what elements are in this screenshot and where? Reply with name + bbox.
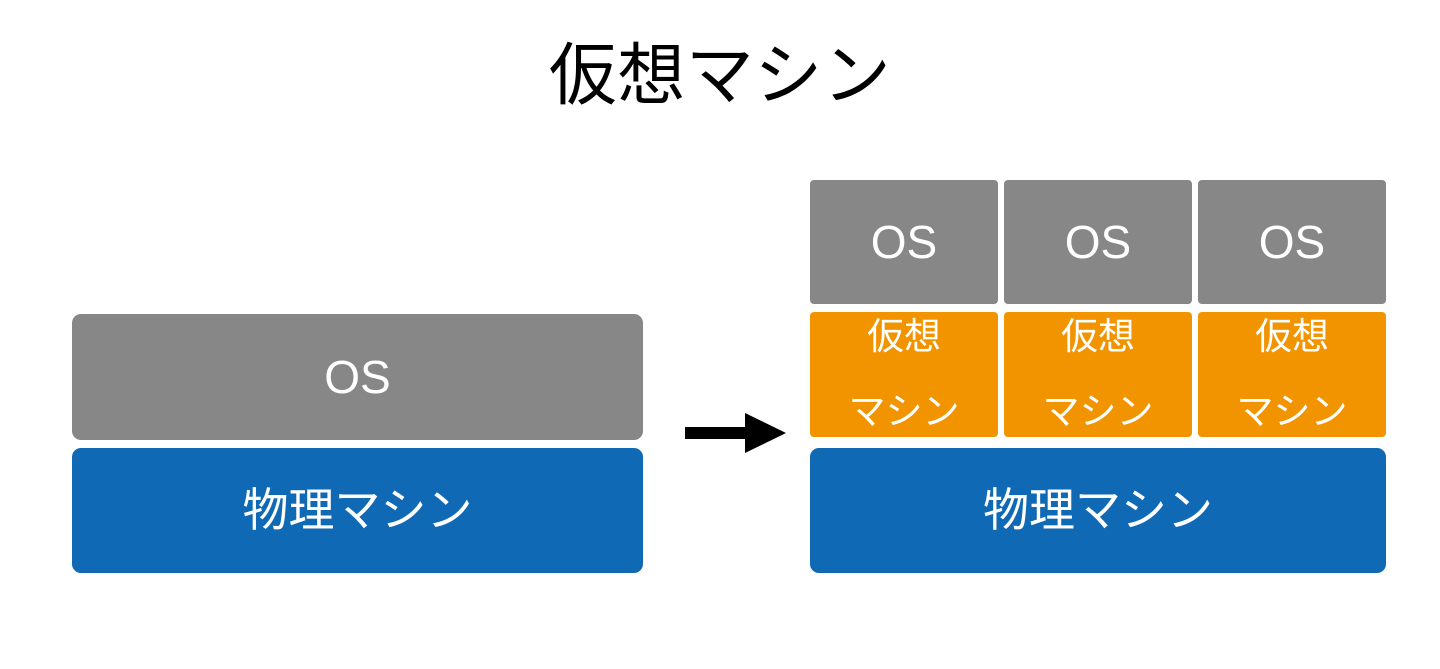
right-os-block-1: OS: [810, 180, 998, 304]
right-os-block-3: OS: [1198, 180, 1386, 304]
left-physical-machine-block: 物理マシン: [72, 448, 643, 573]
virtual-machine-block-3: 仮想 マシン: [1198, 312, 1386, 437]
right-os-block-2: OS: [1004, 180, 1192, 304]
left-os-block: OS: [72, 314, 643, 440]
vm-label-line1: 仮想: [1061, 315, 1135, 357]
vm-label-line1: 仮想: [1255, 315, 1329, 357]
vm-label-line2: マシン: [1042, 391, 1154, 433]
vm-label-line2: マシン: [1236, 391, 1348, 433]
right-physical-machine-block: 物理マシン: [810, 448, 1386, 573]
page-title: 仮想マシン: [548, 38, 892, 114]
virtual-machine-block-2: 仮想 マシン: [1004, 312, 1192, 437]
vm-label-line2: マシン: [848, 391, 960, 433]
vm-label-line1: 仮想: [867, 315, 941, 357]
arrow-right-icon: [683, 410, 788, 456]
virtual-machine-block-1: 仮想 マシン: [810, 312, 998, 437]
